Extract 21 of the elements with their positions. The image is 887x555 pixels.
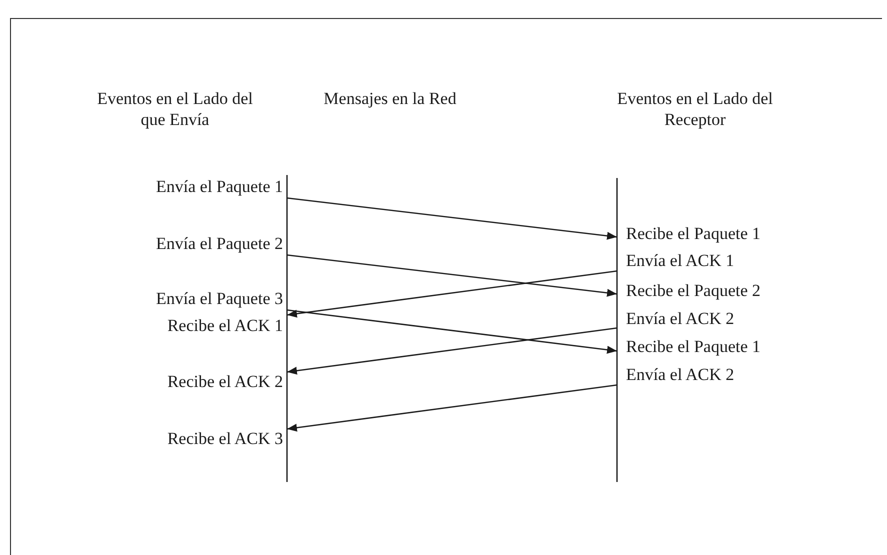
event-label: Envía el ACK 1 (617, 249, 857, 273)
event-label: Recibe el Paquete 2 (617, 279, 857, 303)
event-label: Recibe el ACK 1 (80, 313, 287, 338)
message-arrow (286, 254, 618, 297)
event-label: Recibe el ACK 2 (80, 369, 287, 394)
column-heading: Eventos en el Lado del Receptor (616, 88, 774, 130)
column-heading: Mensajes en la Red (322, 88, 458, 109)
event-label: Envía el Paquete 3 (80, 285, 287, 312)
message-arrow (286, 327, 618, 375)
message-arrow (286, 197, 618, 240)
event-label: Recibe el Paquete 1 (617, 335, 857, 359)
message-arrow (286, 384, 618, 432)
message-arrow (286, 270, 618, 318)
column-heading: Eventos en el Lado del que Envía (96, 88, 254, 130)
event-label: Envía el Paquete 2 (80, 230, 287, 257)
event-label: Envía el Paquete 1 (80, 173, 287, 200)
event-label: Recibe el ACK 3 (80, 426, 287, 451)
event-label: Envía el ACK 2 (617, 307, 857, 331)
event-label: Recibe el Paquete 1 (617, 222, 857, 246)
message-arrow (286, 309, 618, 354)
event-label: Envía el ACK 2 (617, 363, 857, 387)
